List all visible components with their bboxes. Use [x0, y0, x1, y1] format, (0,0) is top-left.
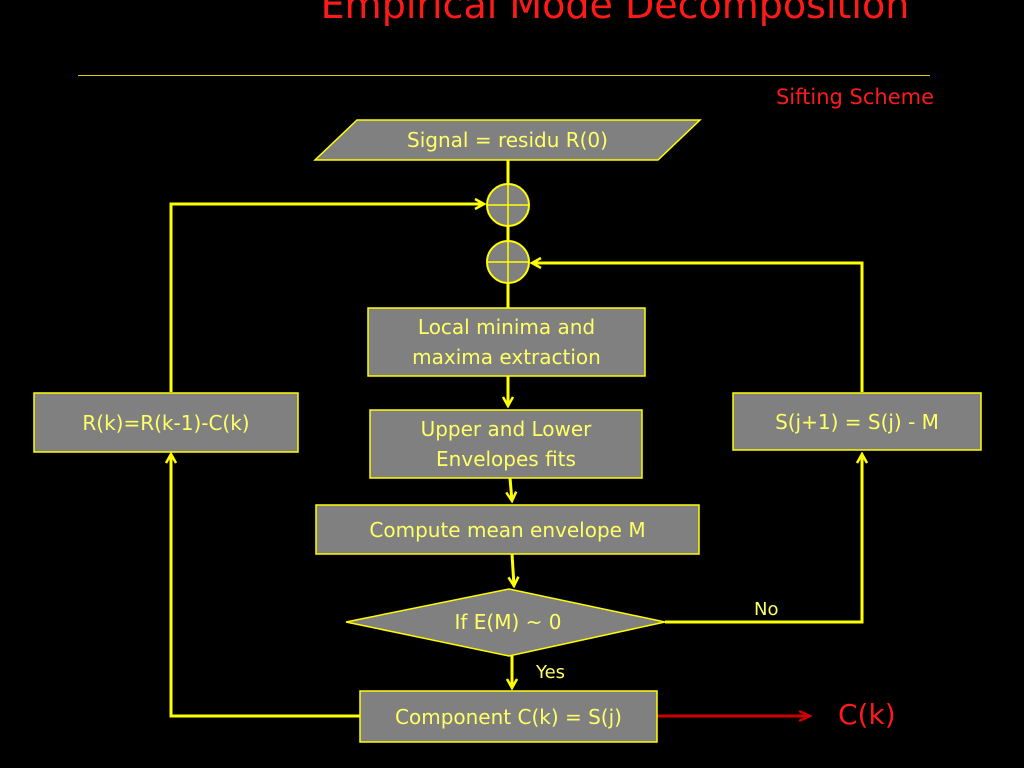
- edge-envelopes-to-mean: [510, 477, 512, 501]
- edge-mean-to-decision: [512, 553, 514, 586]
- residue-node-shape: [33, 392, 299, 453]
- edge-decision-no: [665, 454, 862, 624]
- sift-node-shape: [732, 392, 982, 451]
- edge-sift-to-sum2: [532, 263, 864, 392]
- page-subtitle: Sifting Scheme: [775, 85, 934, 109]
- envelopes-node-shape: [369, 409, 643, 479]
- page-title: Empirical Mode Decomposition: [320, 0, 910, 27]
- edge-residue-to-sum1: [169, 204, 484, 392]
- decision-node-shape: [345, 588, 666, 657]
- title-divider: [78, 75, 930, 76]
- component-node-shape: [359, 690, 658, 743]
- edge-component-to-residue: [171, 454, 360, 718]
- output-label: C(k): [838, 698, 896, 731]
- residue-node-label: R(k)=R(k-1)-C(k): [82, 410, 250, 435]
- mean-node-label: Compute mean envelope M: [369, 517, 646, 542]
- extraction-node-label: Local minima and maxima extraction: [412, 315, 601, 369]
- extraction-node-shape: [367, 307, 646, 377]
- no-edge-label: No: [754, 599, 779, 620]
- sift-node-label: S(j+1) = S(j) - M: [775, 409, 939, 434]
- input-node-shape: [313, 119, 702, 161]
- component-node-label: Component C(k) = S(j): [395, 704, 622, 729]
- yes-edge-label: Yes: [536, 662, 566, 683]
- envelopes-node-label: Upper and Lower Envelopes fits: [420, 417, 592, 471]
- mean-node-shape: [315, 504, 700, 555]
- sum-junction-1: [486, 183, 530, 227]
- sum-junction-2: [486, 240, 530, 284]
- decision-node-label: If E(M) ~ 0: [454, 610, 562, 634]
- input-node-label: Signal = residu R(0): [407, 128, 608, 152]
